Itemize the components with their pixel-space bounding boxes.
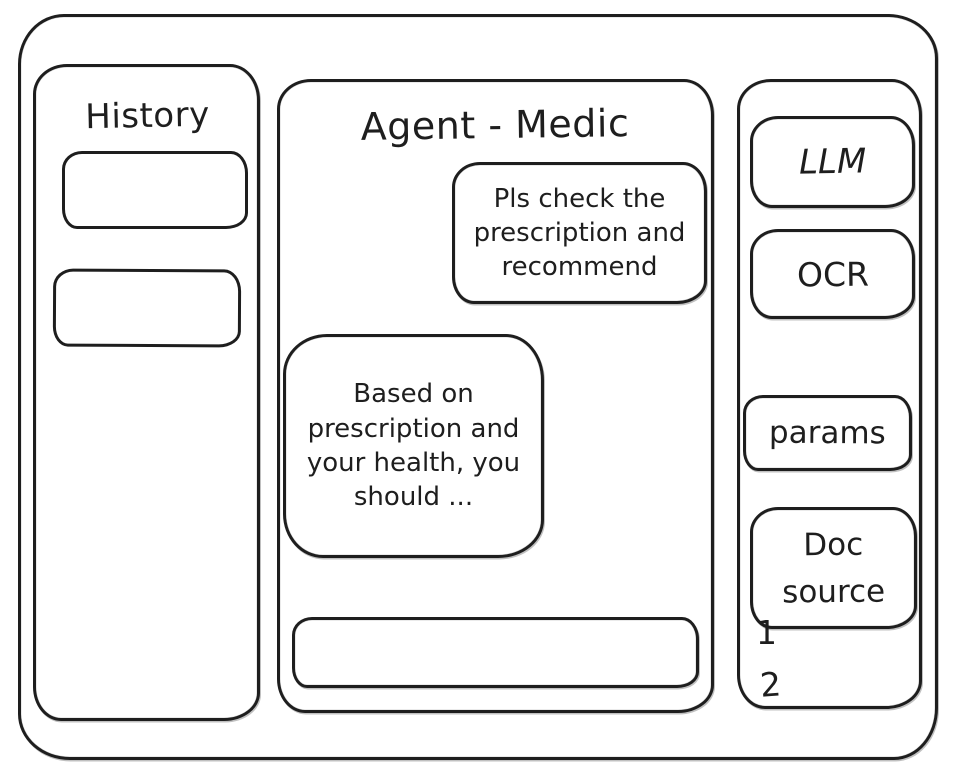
doc-source-button-label: Doc source	[782, 526, 886, 610]
chat-message-user-text: Pls check the prescription and recommend	[473, 183, 686, 283]
chat-input[interactable]	[292, 617, 699, 688]
doc-source-item-1[interactable]: 1	[756, 613, 777, 652]
history-item[interactable]	[62, 151, 248, 229]
chat-panel-title: Agent - Medic	[360, 101, 630, 149]
doc-source-item-2[interactable]: 2	[758, 664, 783, 705]
params-button[interactable]: params	[743, 395, 912, 471]
params-button-label: params	[768, 414, 886, 452]
chat-message-user: Pls check the prescription and recommend	[452, 162, 707, 304]
llm-button-label: LLM	[798, 141, 867, 183]
chat-message-agent-text: Based on prescription and your health, y…	[306, 379, 521, 513]
history-item[interactable]	[52, 268, 242, 348]
chat-message-agent: Based on prescription and your health, y…	[283, 334, 544, 558]
ocr-button-label: OCR	[796, 254, 869, 294]
history-title: History	[84, 94, 211, 138]
ocr-button[interactable]: OCR	[750, 229, 915, 319]
doc-source-button[interactable]: Doc source	[750, 507, 917, 629]
llm-button[interactable]: LLM	[750, 116, 915, 208]
